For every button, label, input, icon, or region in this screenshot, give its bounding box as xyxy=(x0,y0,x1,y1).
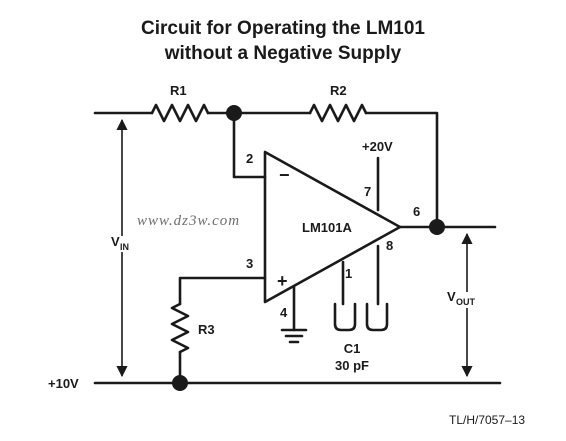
pin-label-7: 7 xyxy=(364,184,371,199)
junction-node-rail xyxy=(172,375,188,391)
pin-label-2: 2 xyxy=(246,151,253,166)
label-op-amp: LM101A xyxy=(302,220,352,235)
vin-label: V xyxy=(111,234,120,249)
label-c1: C1 xyxy=(344,341,361,356)
figure-title-line-2: without a Negative Supply xyxy=(164,43,402,64)
pin-label-4: 4 xyxy=(280,305,288,320)
junction-node-output xyxy=(429,219,445,235)
label-r3: R3 xyxy=(198,322,215,337)
label-r1: R1 xyxy=(170,83,187,98)
label-r2: R2 xyxy=(330,83,347,98)
ground-icon xyxy=(280,328,308,344)
figure-title-line-1: Circuit for Operating the LM101 xyxy=(141,18,425,39)
op-amp-symbol xyxy=(263,150,402,304)
pin-label-8: 8 xyxy=(386,238,393,253)
pin-label-6: 6 xyxy=(413,204,420,219)
resistor-r1 xyxy=(150,103,210,123)
feedback-wire xyxy=(364,111,439,229)
junction-node-inverting xyxy=(226,105,242,121)
resistor-r2 xyxy=(308,103,368,123)
inverting-input-wire xyxy=(232,111,267,179)
plus-sign: + xyxy=(277,271,288,291)
vin-subscript: IN xyxy=(120,242,129,252)
non-inverting-input-wire xyxy=(178,276,267,306)
pin-label-3: 3 xyxy=(246,256,253,271)
minus-sign: − xyxy=(279,165,290,185)
figure-code: TL/H/7057–13 xyxy=(449,413,525,427)
pin-label-1: 1 xyxy=(345,266,352,281)
supply-label-10v: +10V xyxy=(48,376,79,391)
resistor-r3 xyxy=(170,302,190,354)
vout-label: V xyxy=(447,289,456,304)
supply-label-20v: +20V xyxy=(362,139,393,154)
label-c1-value: 30 pF xyxy=(335,358,369,373)
capacitor-c1 xyxy=(333,302,389,332)
vout-subscript: OUT xyxy=(456,297,476,307)
watermark-text: www.dz3w.com xyxy=(137,213,240,229)
